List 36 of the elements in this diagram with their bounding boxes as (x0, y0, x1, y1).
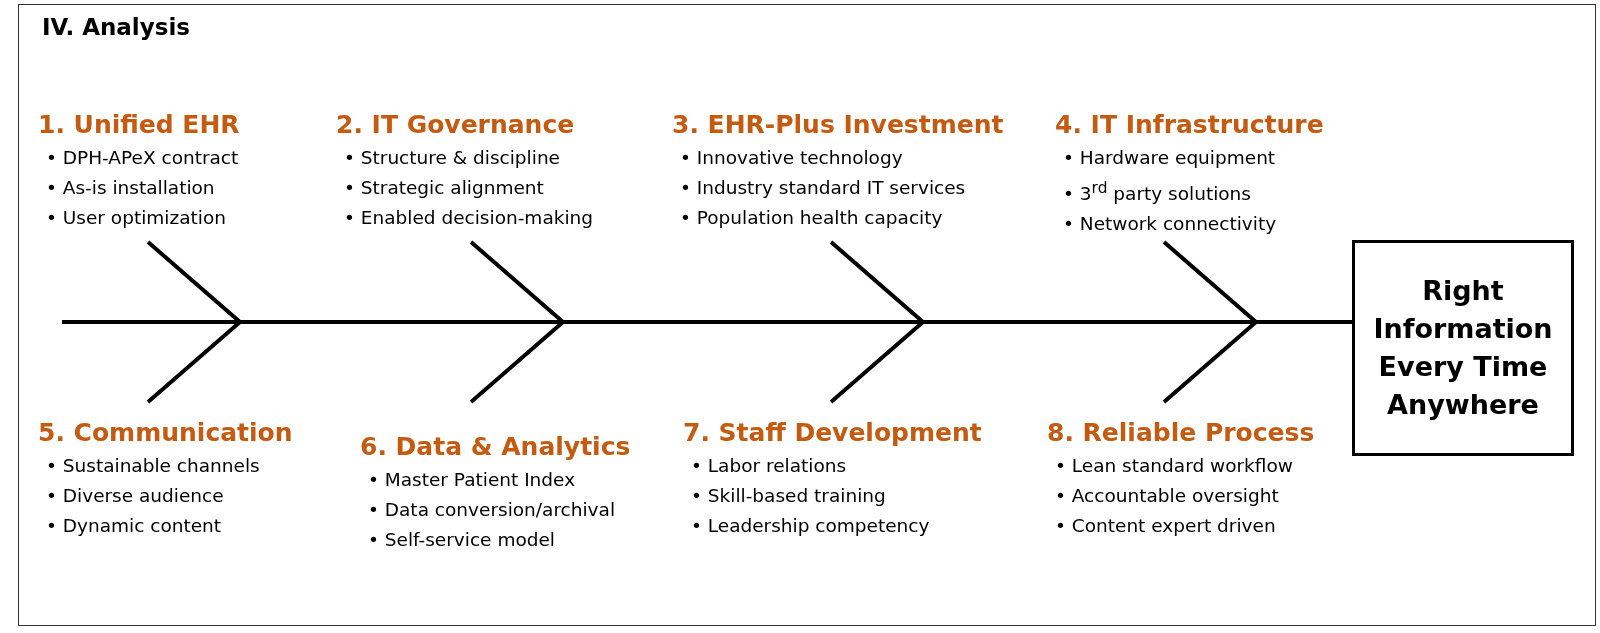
category-heading: 1. Unified EHR (38, 110, 240, 139)
bullet-item: • Skill-based training (690, 484, 886, 508)
bullet-item: • Hardware equipment (1062, 146, 1276, 170)
bullet-item: • Labor relations (690, 454, 847, 478)
bullet-item: • Network connectivity (1062, 212, 1277, 237)
bullet-item: • Industry standard IT services (679, 176, 966, 200)
bullet-item: • Self-service model (367, 528, 555, 552)
bullet-item: • Enabled decision-making (343, 206, 594, 230)
bullet-item: • User optimization (45, 206, 226, 230)
bullet-item: • DPH-APeX contract (45, 146, 239, 170)
category-heading: 8. Reliable Process (1047, 418, 1315, 447)
bullet-item: • Diverse audience (45, 484, 224, 508)
category-heading: 3. EHR-Plus Investment (672, 110, 1004, 139)
category-heading: 7. Staff Development (683, 418, 982, 447)
bullet-item: • Innovative technology (679, 146, 903, 170)
bullet-item: • Dynamic content (45, 514, 222, 538)
category-heading: 5. Communication (38, 418, 293, 447)
bullet-item: • Leadership competency (690, 514, 930, 538)
bone-line (1162, 320, 1352, 404)
bullet-item: • Accountable oversight (1054, 484, 1279, 508)
bullet-item: • Strategic alignment (343, 176, 544, 200)
bullet-item: • Sustainable channels (45, 454, 260, 478)
bullet-item: • As-is installation (45, 176, 215, 200)
effect-box (1352, 240, 1574, 456)
category-heading: 4. IT Infrastructure (1055, 110, 1324, 139)
bullet-item: • 3$^{rd}$ party solutions (1062, 178, 1251, 207)
diagram-title: IV. Analysis (42, 14, 190, 40)
category-heading: 2. IT Governance (336, 110, 576, 139)
bullet-item: • Lean standard workflow (1054, 454, 1293, 478)
bullet-item: • Content expert driven (1054, 514, 1276, 538)
bullet-item: • Data conversion/archival (367, 498, 616, 522)
bullet-item: • Master Patient Index (367, 468, 576, 492)
effect-text: Right Information Every Time Anywhere (1372, 274, 1554, 422)
bullet-item: • Population health capacity (679, 206, 943, 230)
category-heading: 6. Data & Analytics (360, 432, 631, 461)
bullet-item: • Structure & discipline (343, 146, 560, 170)
